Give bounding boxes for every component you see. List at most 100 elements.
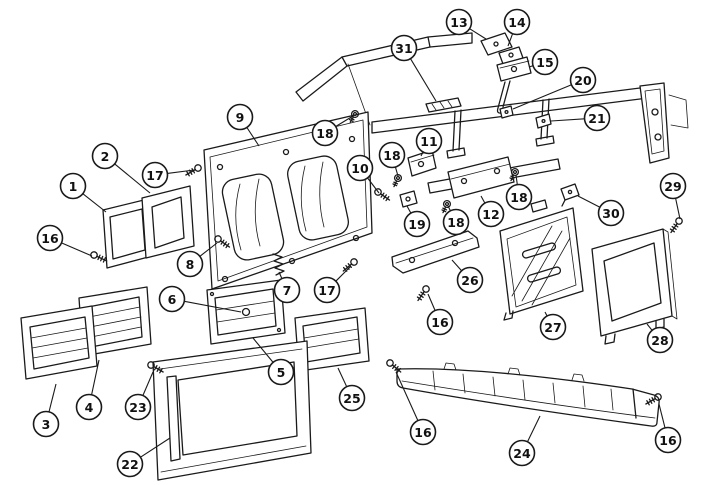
callout-leader-line [61, 242, 93, 257]
callout-15: 15 [528, 48, 559, 76]
callout-leader-line [246, 127, 260, 147]
callout-number: 20 [574, 73, 592, 88]
callout-circle [531, 48, 559, 76]
callout-circle [267, 358, 295, 386]
callout-number: 26 [461, 273, 479, 288]
callout-number: 28 [651, 333, 668, 348]
callout-circle [646, 326, 674, 354]
callout-leader-line [367, 177, 380, 194]
callout-number: 14 [508, 15, 526, 30]
callout-number: 5 [277, 365, 286, 380]
callout-circle [226, 103, 254, 131]
callout-number: 18 [316, 126, 333, 141]
sealed-beam-units-left [20, 286, 152, 380]
callout-leader-line [394, 166, 399, 177]
callout-circle [508, 439, 536, 467]
callout-26: 26 [451, 259, 484, 294]
callout-30: 30 [577, 195, 625, 227]
callout-circle [409, 418, 437, 446]
callout-1: 1 [59, 172, 107, 213]
callout-number: 8 [186, 257, 195, 272]
callout-circle [403, 210, 431, 238]
callout-leader-line [184, 300, 242, 313]
callout-11: 11 [415, 127, 443, 157]
callout-number: 18 [510, 190, 527, 205]
callout-18: 18 [442, 205, 470, 236]
callout-circle [415, 127, 443, 155]
callout-17: 17 [141, 161, 195, 189]
callout-23: 23 [124, 371, 154, 421]
bumper-strip [396, 362, 660, 427]
callout-circle [503, 8, 531, 36]
callout-circle [539, 313, 567, 341]
callout-21: 21 [550, 104, 611, 132]
callout-circle [141, 161, 169, 189]
callout-16: 16 [654, 403, 682, 454]
callout-16: 16 [426, 293, 454, 336]
clip-20 [499, 105, 514, 119]
callout-number: 15 [536, 55, 553, 70]
callout-7: 7 [273, 271, 301, 304]
callout-18: 18 [378, 141, 406, 177]
callout-leader-line [527, 415, 541, 443]
callout-number: 16 [659, 433, 677, 448]
callout-25: 25 [337, 367, 366, 412]
callout-leader-line [469, 28, 487, 40]
callout-10: 10 [346, 154, 380, 194]
callout-number: 11 [420, 134, 437, 149]
callout-leader-line [82, 193, 107, 213]
callout-number: 4 [85, 400, 94, 415]
callout-17: 17 [313, 265, 352, 304]
callout-19: 19 [403, 205, 431, 238]
callout-2: 2 [91, 142, 151, 194]
callout-leader-line [91, 359, 100, 395]
callout-circle [32, 410, 60, 438]
callout-leader-line [48, 383, 57, 413]
callout-circle [378, 141, 406, 169]
callout-5: 5 [252, 337, 295, 386]
callout-leader-line [337, 367, 348, 387]
callout-circle [338, 384, 366, 412]
callout-leader-line [335, 115, 354, 127]
bezel-right [591, 228, 678, 345]
callout-circle [456, 266, 484, 294]
callout-leader-line [142, 371, 154, 396]
callout-3: 3 [32, 383, 60, 438]
callout-number: 22 [121, 457, 138, 472]
callout-number: 16 [431, 315, 449, 330]
callout-leader-line [395, 371, 419, 421]
callout-number: 29 [664, 179, 681, 194]
callout-number: 21 [588, 111, 605, 126]
callout-18: 18 [505, 174, 533, 211]
callout-leader-line [406, 205, 412, 214]
callout-leader-line [480, 195, 486, 204]
callout-leader-line [427, 293, 436, 311]
callout-circle [583, 104, 611, 132]
callout-leader-line [447, 205, 451, 212]
callout-24: 24 [508, 415, 541, 467]
callout-leader-line [550, 118, 585, 122]
callout-leader-line [278, 271, 283, 279]
callout-16: 16 [36, 224, 93, 257]
callout-circle [116, 450, 144, 478]
callout-12: 12 [477, 195, 505, 228]
callout-leader-line [512, 84, 572, 110]
clip-30 [560, 183, 580, 201]
callout-circle [346, 154, 374, 182]
callout-22: 22 [116, 437, 171, 478]
callout-number: 1 [69, 179, 78, 194]
callout-leader-line [252, 337, 274, 363]
callout-number: 7 [283, 283, 292, 298]
callout-leader-line [114, 163, 151, 194]
callout-31: 31 [390, 34, 437, 102]
access-cover-panel [499, 199, 584, 321]
callout-number: 3 [42, 417, 51, 432]
callout-9: 9 [226, 103, 260, 147]
callout-circle [597, 199, 625, 227]
callout-number: 27 [544, 320, 561, 335]
callout-circle [36, 224, 64, 252]
callout-14: 14 [503, 8, 531, 47]
callout-number: 9 [236, 110, 245, 125]
